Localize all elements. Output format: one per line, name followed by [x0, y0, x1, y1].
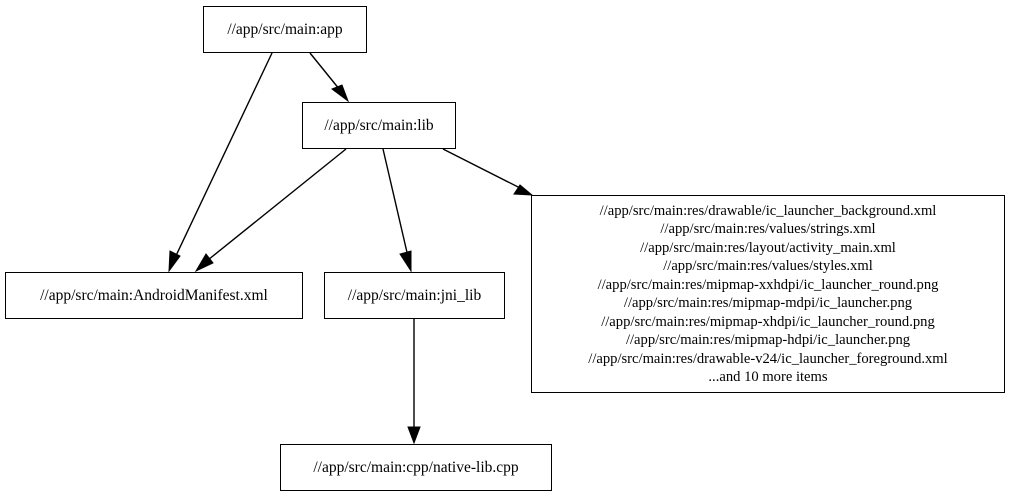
edge-lib-to-jni_lib — [382, 148, 410, 262]
resource-line: //app/src/main:res/drawable/ic_launcher_… — [599, 202, 937, 219]
node-app[interactable]: //app/src/main:app — [203, 6, 367, 53]
node-android-manifest-label: //app/src/main:AndroidManifest.xml — [40, 286, 268, 304]
node-native-lib-cpp-label: //app/src/main:cpp/native-lib.cpp — [313, 458, 519, 476]
node-jni-lib[interactable]: //app/src/main:jni_lib — [324, 272, 505, 319]
resource-line: //app/src/main:res/layout/activity_main.… — [640, 239, 896, 256]
edge-lib-to-resources — [442, 148, 525, 191]
node-lib[interactable]: //app/src/main:lib — [302, 102, 456, 149]
resource-line: //app/src/main:res/mipmap-hdpi/ic_launch… — [625, 332, 911, 348]
edge-app-to-manifest — [172, 52, 273, 263]
node-resources-group[interactable]: //app/src/main:res/drawable/ic_launcher_… — [531, 195, 1005, 393]
node-jni-lib-label: //app/src/main:jni_lib — [347, 286, 482, 304]
node-native-lib-cpp[interactable]: //app/src/main:cpp/native-lib.cpp — [280, 444, 552, 491]
arrowhead-lib-to-jni_lib — [399, 250, 412, 273]
edges-group — [168, 52, 534, 445]
resource-line: ...and 10 more items — [708, 369, 828, 385]
resource-line: //app/src/main:res/mipmap-xxhdpi/ic_laun… — [597, 276, 939, 293]
resource-line: //app/src/main:res/drawable-v24/ic_launc… — [588, 350, 948, 367]
arrowhead-jni_lib-to-native_lib — [407, 426, 421, 445]
arrowhead-app-to-lib — [330, 84, 350, 103]
node-lib-label: //app/src/main:lib — [324, 116, 434, 134]
arrowhead-app-to-manifest — [168, 250, 181, 273]
resource-line: //app/src/main:res/mipmap-xhdpi/ic_launc… — [601, 313, 935, 330]
arrowhead-lib-to-manifest — [194, 253, 214, 273]
node-resources-lines: //app/src/main:res/drawable/ic_launcher_… — [588, 202, 947, 387]
resource-line: //app/src/main:res/values/styles.xml — [663, 258, 873, 274]
arrowhead-lib-to-resources — [513, 184, 534, 196]
resource-line: //app/src/main:res/values/strings.xml — [660, 221, 876, 237]
node-android-manifest[interactable]: //app/src/main:AndroidManifest.xml — [5, 272, 303, 319]
node-app-label: //app/src/main:app — [227, 20, 343, 38]
edge-lib-to-manifest — [202, 148, 347, 265]
resource-line: //app/src/main:res/mipmap-mdpi/ic_launch… — [623, 295, 913, 311]
